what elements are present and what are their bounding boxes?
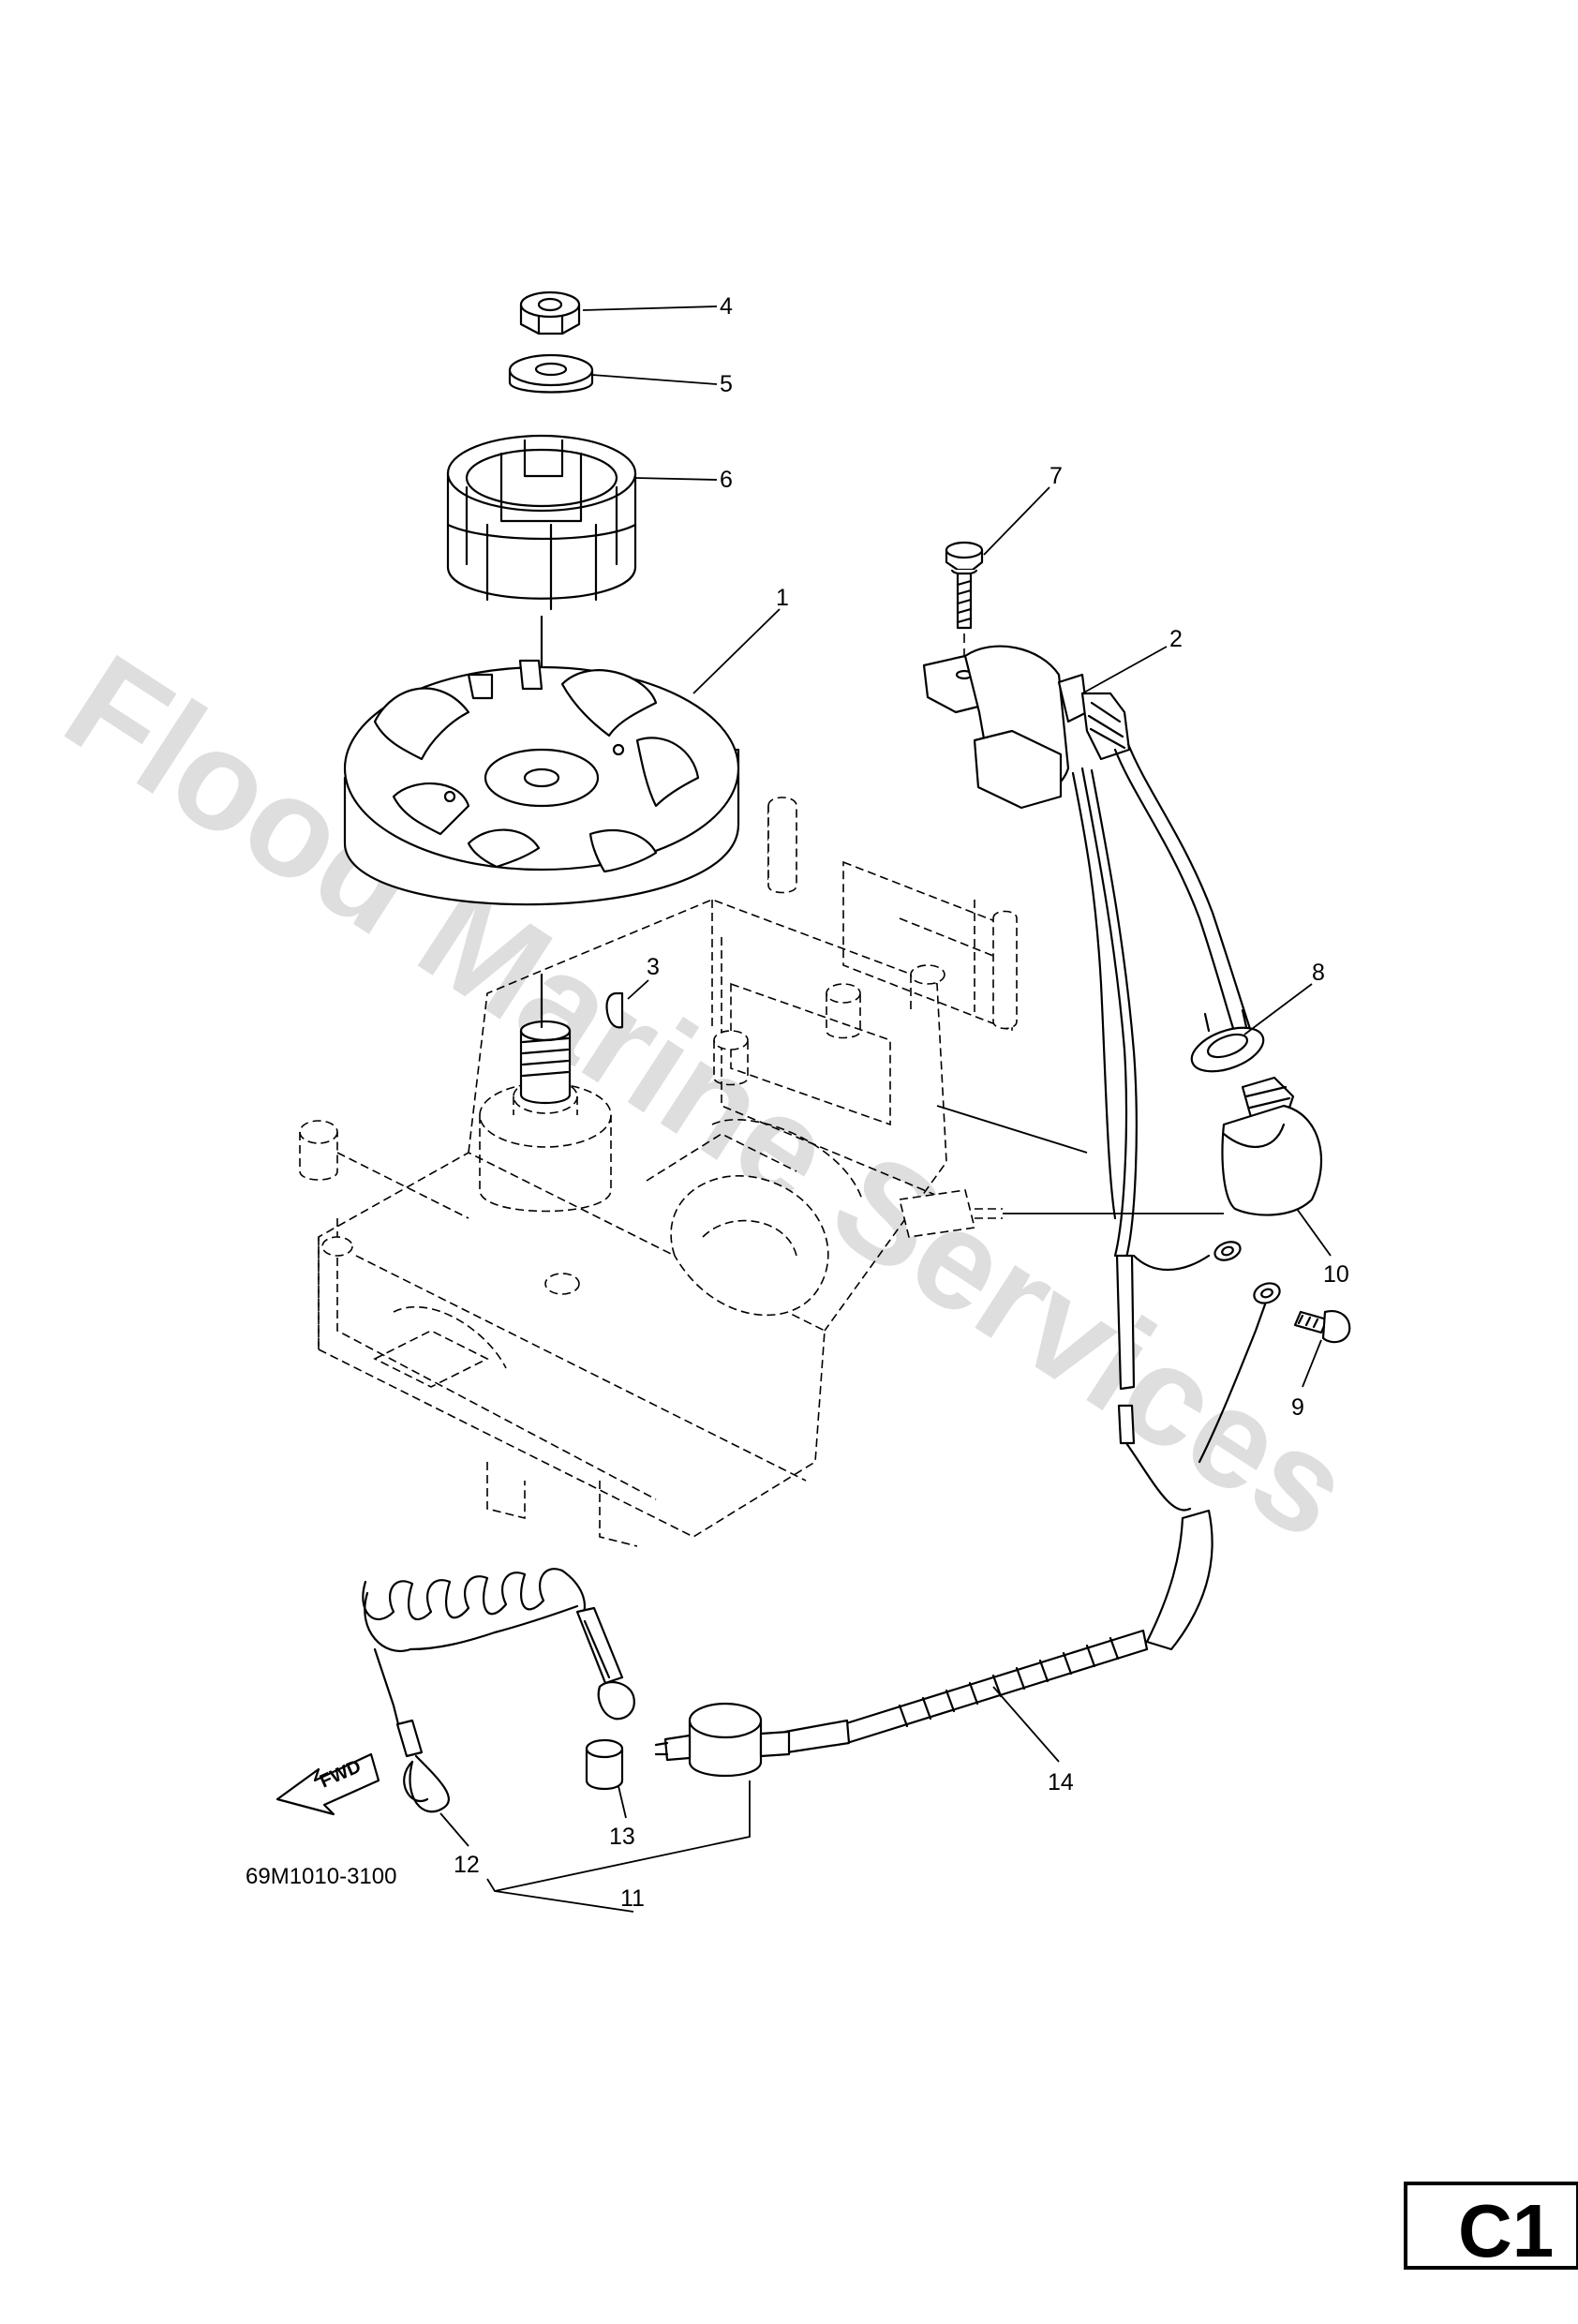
leader-8 xyxy=(1243,983,1313,1035)
leader-13 xyxy=(618,1785,627,1819)
page-code-box: C1 xyxy=(1404,2182,1578,2272)
leader-12 xyxy=(439,1812,469,1847)
callout-3: 3 xyxy=(647,954,660,980)
coil-primary-leads xyxy=(1080,767,1128,1258)
spark-plug-cap xyxy=(1221,1076,1323,1216)
callout-11: 11 xyxy=(620,1885,645,1912)
flywheel-nut xyxy=(519,290,581,335)
lead-grommet xyxy=(1190,1008,1265,1073)
callout-10: 10 xyxy=(1323,1261,1349,1288)
stop-switch-lead xyxy=(783,1629,1149,1754)
stop-switch xyxy=(654,1702,791,1777)
callout-6: 6 xyxy=(720,467,733,493)
callout-4: 4 xyxy=(720,293,733,320)
leader-10 xyxy=(1296,1208,1332,1257)
switch-cap xyxy=(585,1738,624,1791)
flywheel-washer xyxy=(508,353,594,394)
crankshaft-end xyxy=(519,1020,572,1104)
leader-2 xyxy=(1081,646,1168,694)
callout-1: 1 xyxy=(776,585,789,611)
callout-5: 5 xyxy=(720,371,733,397)
engine-block xyxy=(299,797,1018,1547)
woodruff-key xyxy=(605,991,624,1029)
high-tension-lead xyxy=(1113,748,1239,1042)
ground-screw xyxy=(1293,1310,1351,1344)
diagram-reference-code: 69M1010-3100 xyxy=(246,1864,396,1889)
leader-5 xyxy=(591,374,718,385)
starter-pulley xyxy=(446,434,637,611)
callout-7: 7 xyxy=(1050,463,1063,489)
spark-plug xyxy=(899,1189,1003,1238)
plug-cap-alignment-line-2 xyxy=(936,1105,1088,1154)
leader-9 xyxy=(1302,1339,1322,1388)
leader-7 xyxy=(983,486,1050,556)
flywheel-magneto xyxy=(343,659,740,906)
forward-arrow-icon: FWD xyxy=(275,1752,380,1816)
callout-13: 13 xyxy=(609,1824,635,1850)
callout-2: 2 xyxy=(1169,626,1183,652)
coil-bolt xyxy=(945,541,984,630)
leader-6 xyxy=(634,477,718,481)
callout-9: 9 xyxy=(1291,1394,1304,1421)
leader-3 xyxy=(627,979,649,1000)
lanyard-coil xyxy=(362,1568,635,1813)
lead-connectors xyxy=(1115,1254,1213,1651)
leader-1 xyxy=(692,608,781,694)
callout-8: 8 xyxy=(1312,960,1325,986)
callout-12: 12 xyxy=(454,1852,480,1878)
ground-lead xyxy=(1132,1241,1281,1464)
ignition-coil xyxy=(922,645,1131,810)
leader-4 xyxy=(582,305,718,311)
callout-14: 14 xyxy=(1048,1769,1074,1795)
leader-14 xyxy=(992,1686,1060,1763)
bracket-11 xyxy=(486,1780,751,1913)
page-code: C1 xyxy=(1458,2189,1554,2272)
